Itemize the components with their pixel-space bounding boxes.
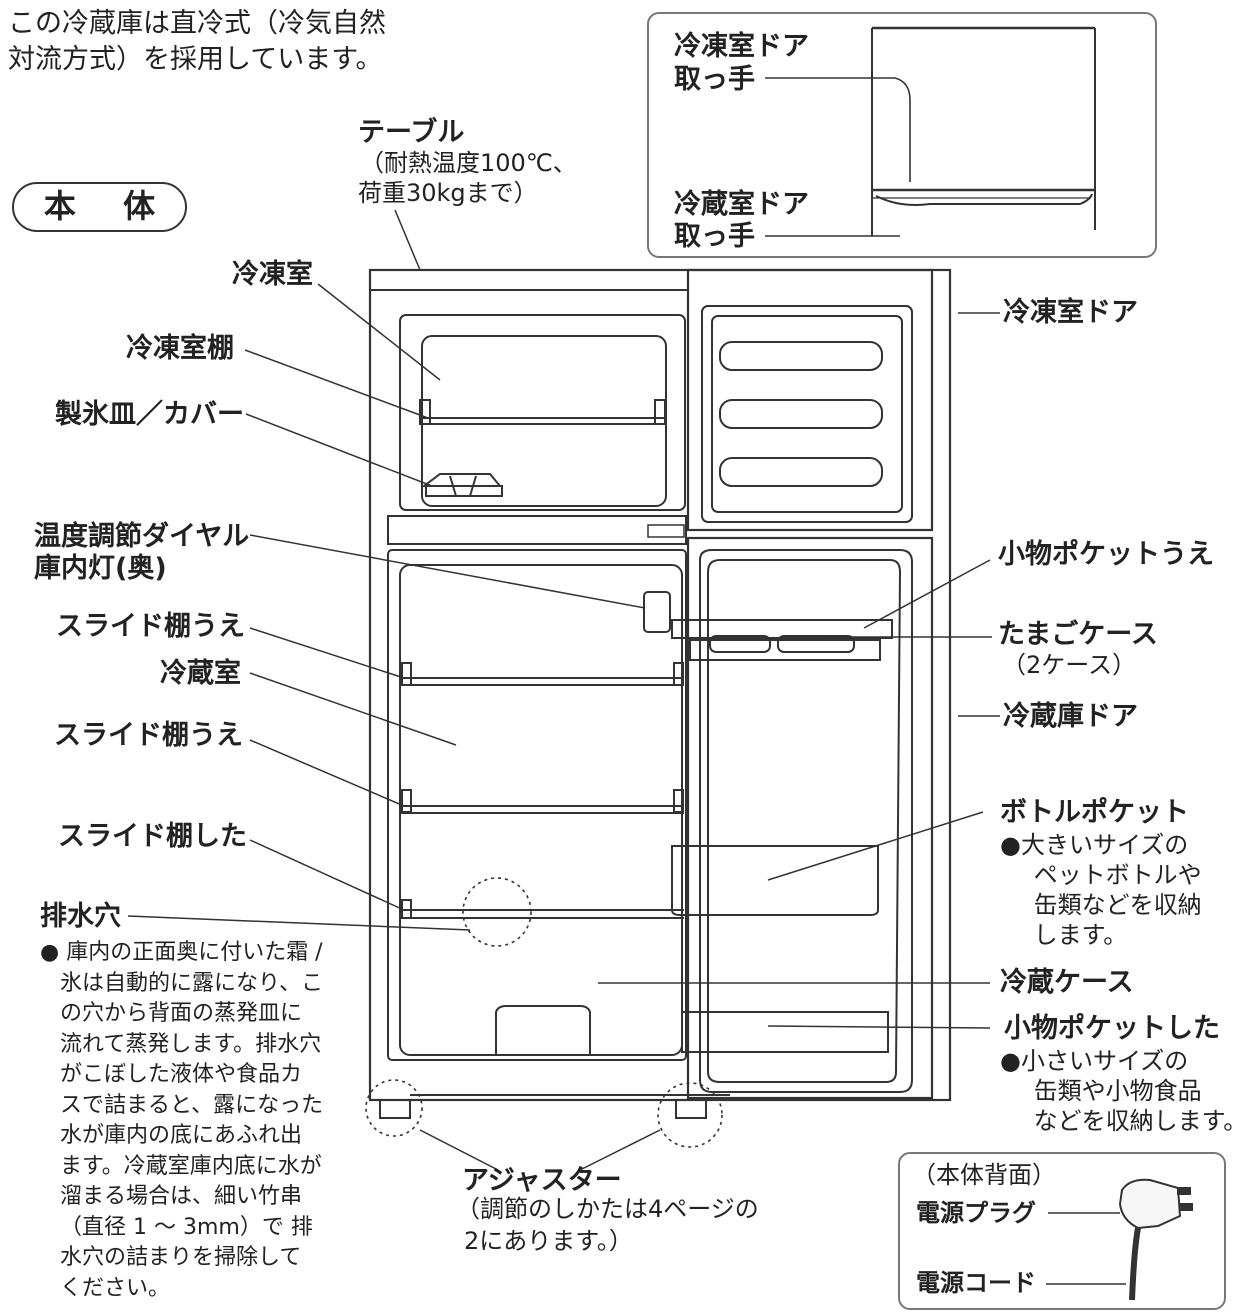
drain-note-line: スで詰まると、露になった	[60, 1093, 323, 1118]
drain-note-line: ● 庫内の正面奥に付いた霜 /	[40, 940, 323, 965]
label-rear-header: （本体背面）	[912, 1160, 1056, 1190]
label-pocket-lower: 小物ポケットした	[1004, 1012, 1220, 1046]
handle-inset-art	[765, 28, 1095, 236]
drain-note: ● 庫内の正面奥に付いた霜 / 氷は自動的に露になり、こ の穴から背面の蒸発皿に…	[40, 938, 323, 1304]
label-fridge-case: 冷蔵ケース	[1000, 966, 1134, 1000]
drain-note-line: 流れて蒸発します。排水穴	[60, 1032, 321, 1057]
drain-note-line: 水穴の詰まりを掃除して	[60, 1245, 301, 1270]
label-freezer-door: 冷凍室ドア	[1003, 296, 1138, 330]
label-dial-1: 温度調節ダイヤル	[34, 520, 249, 554]
label-egg-case: たまごケース	[998, 618, 1158, 652]
bottle-note-line: ●大きいサイズの	[1000, 831, 1188, 859]
pocket-lower-note-line: ●小さいサイズの	[1000, 1047, 1188, 1075]
label-fridge-handle-1: 冷蔵室ドア	[674, 188, 809, 222]
drain-note-line: 氷は自動的に露になり、こ	[60, 971, 323, 996]
label-ice-tray: 製氷皿／カバー	[55, 398, 244, 432]
label-adjuster-note-2: 2にあります。）	[464, 1226, 633, 1256]
drain-note-line: ます。冷蔵室庫内底に水が	[60, 1154, 322, 1179]
drain-note-line: 水が庫内の底にあふれ出	[60, 1123, 302, 1148]
pocket-lower-note-line: 缶類や小物食品	[1034, 1077, 1202, 1105]
label-power-plug: 電源プラグ	[916, 1198, 1036, 1228]
bottle-note: ●大きいサイズの ペットボトルや 缶類などを収納 します。	[1000, 830, 1202, 950]
fridge-door-art	[672, 538, 932, 1098]
bottle-note-line: ペットボトルや	[1034, 861, 1202, 889]
bottle-note-line: 缶類などを収納	[1034, 891, 1202, 919]
pocket-lower-note: ●小さいサイズの 缶類や小物食品 などを収納します。	[1000, 1046, 1247, 1136]
drain-note-line: の穴から背面の蒸発皿に	[60, 1001, 302, 1026]
label-table-note-1: （耐熱温度100℃、	[360, 148, 577, 178]
label-freezer-handle-2: 取っ手	[674, 63, 755, 97]
label-egg-case-note: （2ケース）	[1002, 650, 1136, 680]
drain-note-line: ください。	[60, 1276, 170, 1301]
plug-art	[1120, 1180, 1192, 1300]
drain-note-line: 溜まる場合は、細い竹串	[60, 1184, 302, 1209]
label-table: テーブル	[358, 116, 464, 150]
label-fridge-room: 冷蔵室	[160, 657, 241, 691]
fridge-body-art	[366, 270, 950, 1147]
label-table-note-2: 荷重30kgまで）	[358, 178, 538, 208]
label-power-cord: 電源コード	[916, 1268, 1036, 1298]
drain-note-line: （直径 1 ～ 3mm）で 排	[60, 1215, 313, 1240]
label-dial-2: 庫内灯(奥)	[34, 552, 167, 586]
label-freezer: 冷凍室	[232, 258, 313, 292]
drain-note-line: がこぼした液体や食品カ	[60, 1062, 302, 1087]
label-pocket-upper: 小物ポケットうえ	[998, 538, 1214, 572]
label-slide-upper-1: スライド棚うえ	[56, 610, 245, 644]
label-drain: 排水穴	[40, 900, 121, 934]
label-bottle-pocket: ボトルポケット	[1000, 796, 1189, 830]
label-freezer-shelf: 冷凍室棚	[126, 332, 234, 366]
label-fridge-handle-2: 取っ手	[674, 220, 755, 254]
label-fridge-door: 冷蔵庫ドア	[1003, 700, 1138, 734]
label-slide-upper-2: スライド棚うえ	[54, 719, 243, 753]
bottle-note-line: します。	[1034, 921, 1128, 949]
label-adjuster-note-1: （調節のしかたは4ページの	[456, 1194, 759, 1224]
freezer-door-art	[688, 270, 950, 530]
label-freezer-handle-1: 冷凍室ドア	[674, 30, 809, 64]
pocket-lower-note-line: などを収納します。	[1034, 1107, 1248, 1135]
label-slide-lower: スライド棚した	[58, 820, 247, 854]
label-adjuster: アジャスター	[462, 1164, 622, 1198]
